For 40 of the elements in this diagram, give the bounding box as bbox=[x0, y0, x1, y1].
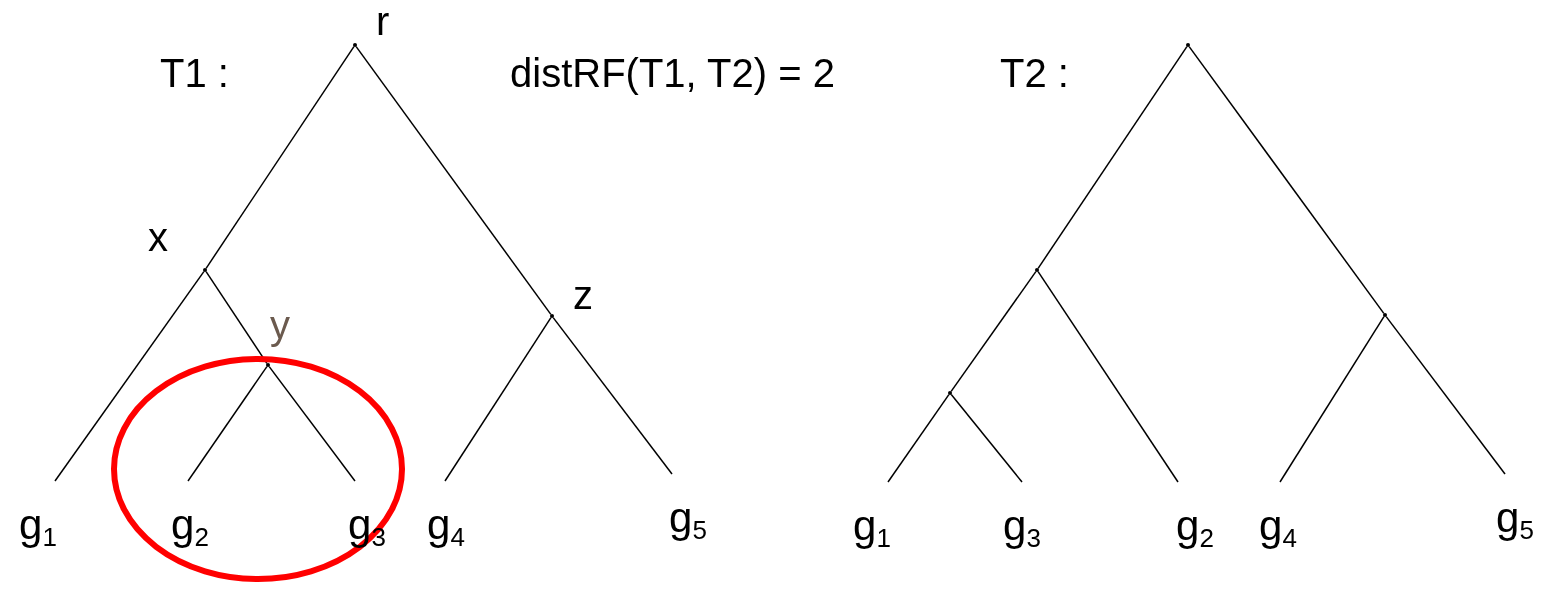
tree-branch bbox=[950, 393, 1023, 483]
leaf-label: g$_{2}$ bbox=[171, 501, 209, 549]
tree-branch bbox=[205, 270, 268, 365]
tree-vertex bbox=[353, 43, 357, 47]
tree-vertex bbox=[1383, 313, 1387, 317]
tree-branch bbox=[1188, 45, 1385, 315]
leaf-label: g$_{5}$ bbox=[1496, 494, 1534, 542]
tree-branch bbox=[552, 316, 673, 475]
tree-branch bbox=[205, 45, 355, 270]
tree-branch bbox=[887, 393, 950, 483]
vertex-label: r bbox=[376, 0, 390, 44]
tree-branch bbox=[444, 316, 552, 482]
vertex-label: x bbox=[148, 214, 168, 260]
vertex-label: y bbox=[270, 302, 290, 348]
heading-text: T2 : bbox=[1000, 50, 1069, 96]
tree-vertex bbox=[1035, 268, 1039, 272]
tree-branch bbox=[1385, 315, 1506, 475]
leaf-label: g$_{4}$ bbox=[427, 501, 465, 549]
leaf-label: g$_{4}$ bbox=[1259, 502, 1297, 550]
tree-branch bbox=[268, 365, 356, 482]
tree-branch bbox=[1279, 315, 1385, 483]
tree-branch bbox=[54, 270, 205, 482]
tree-vertex bbox=[550, 314, 554, 318]
leaf-label: g$_{1}$ bbox=[19, 501, 57, 549]
heading-text: distRF(T1, T2) = 2 bbox=[510, 50, 835, 96]
leaf-label: g$_{5}$ bbox=[669, 494, 707, 542]
leaf-label: g$_{1}$ bbox=[853, 502, 891, 550]
tree-vertex bbox=[948, 391, 952, 395]
vertex-label: z bbox=[573, 272, 593, 318]
heading-text: T1 : bbox=[160, 50, 229, 96]
tree-branch bbox=[1037, 270, 1179, 483]
tree-branch bbox=[1037, 45, 1188, 270]
leaf-label: g$_{3}$ bbox=[1003, 502, 1041, 550]
leaf-label: g$_{2}$ bbox=[1176, 502, 1214, 550]
tree-branch bbox=[355, 45, 552, 316]
tree-vertex bbox=[1186, 43, 1190, 47]
tree-branch bbox=[187, 365, 268, 482]
tree-vertex bbox=[203, 268, 207, 272]
tree-vertex bbox=[266, 363, 270, 367]
tree-branch bbox=[950, 270, 1037, 393]
